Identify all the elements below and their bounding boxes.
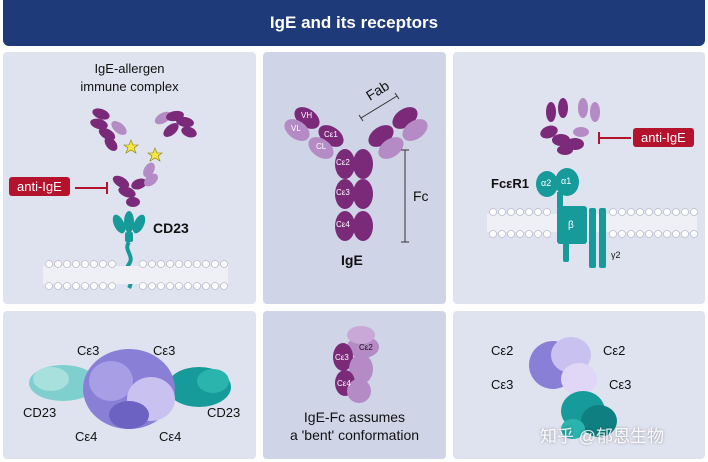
fc-label: Fc: [413, 188, 429, 204]
ige-right-fab-arm: [368, 107, 428, 159]
label-cd23-left: CD23: [23, 405, 57, 420]
domain-ce4-label: Cε4: [336, 220, 350, 229]
domain-ce3-label: Cε3: [336, 188, 350, 197]
domain-vl-label: VL: [291, 124, 301, 133]
panel-immune-complex: IgE-allergen immune complex: [3, 52, 256, 304]
bent-ige-fc-illustration: [333, 326, 379, 403]
panel-ige-structure: VH VL Cε1 CL Cε2 Cε3 Cε4 Fab Fc IgE: [263, 52, 446, 304]
bent-ce4-label: Cε4: [337, 379, 351, 388]
label-cd23-right: CD23: [207, 405, 241, 420]
ige-label: IgE: [341, 252, 363, 268]
ige-lower-cluster: [112, 162, 158, 207]
cell-membrane: [43, 260, 228, 290]
domain-ch1-label: Cε1: [324, 130, 338, 139]
ige-left-cluster: [90, 108, 127, 151]
anti-ige-label-right: anti-IgE: [633, 128, 694, 147]
fcer1-receptor: [536, 168, 606, 268]
panel-fcer1-complex-structure: Cε2 Cε2 Cε3 Cε3: [453, 311, 705, 459]
header-banner: IgE and its receptors: [3, 0, 705, 46]
ige-right-cluster: [154, 110, 197, 138]
caption-bent-2: a 'bent' conformation: [289, 427, 420, 443]
panel-cd23-complex-structure: Cε3 Cε3 CD23 CD23 Cε4 Cε4: [3, 311, 256, 459]
label-ce3-right: Cε3: [153, 343, 176, 358]
ige-top-cluster: [540, 98, 600, 155]
immune-complex-illustration: [43, 108, 228, 290]
gamma2-label: γ2: [611, 250, 621, 260]
panel-fcer1: anti-IgE FcεR1 α2 α1 β γ2: [453, 52, 705, 304]
caption-bent-1: IgE-Fc assumes: [303, 409, 406, 425]
ige-left-fab-arm: [284, 107, 344, 159]
label-ce3-left: Cε3: [77, 343, 100, 358]
beta-label: β: [568, 220, 574, 231]
label-ce4-left: Cε4: [75, 429, 98, 444]
panel-bent-conformation: Cε2 Cε3 Cε4 IgE-Fc assumes a 'bent' conf…: [263, 311, 446, 459]
alpha1-label: α1: [561, 176, 572, 186]
fcer1-complex-structure-image: [529, 337, 617, 439]
caption-immune-complex-1: IgE-allergen: [94, 61, 165, 76]
domain-ce2-label: Cε2: [336, 158, 350, 167]
ige-fc-chain: [335, 149, 373, 241]
label-ce2-left: Cε2: [491, 343, 514, 358]
label-ce3-left-br: Cε3: [491, 377, 514, 392]
header-title: IgE and its receptors: [269, 13, 439, 32]
watermark-text: 知乎 @郁恩生物: [540, 427, 664, 446]
fcer1-label: FcεR1: [491, 176, 529, 191]
label-ce4-right: Cε4: [159, 429, 182, 444]
cd23-complex-structure-image: [29, 349, 231, 429]
cd23-label: CD23: [153, 220, 189, 236]
label-ce2-right: Cε2: [603, 343, 626, 358]
alpha2-label: α2: [541, 178, 552, 188]
bent-ce2-label: Cε2: [359, 343, 373, 352]
label-ce3-right-br: Cε3: [609, 377, 632, 392]
caption-immune-complex-2: immune complex: [80, 79, 179, 94]
ige-antibody-illustration: [284, 92, 428, 243]
allergen-star-icon: [123, 139, 163, 162]
domain-cl-label: CL: [316, 142, 327, 151]
fcer1-illustration: [487, 98, 698, 268]
bent-ce3-label: Cε3: [335, 353, 349, 362]
anti-ige-label-left: anti-IgE: [9, 177, 70, 196]
domain-vh-label: VH: [301, 111, 313, 120]
